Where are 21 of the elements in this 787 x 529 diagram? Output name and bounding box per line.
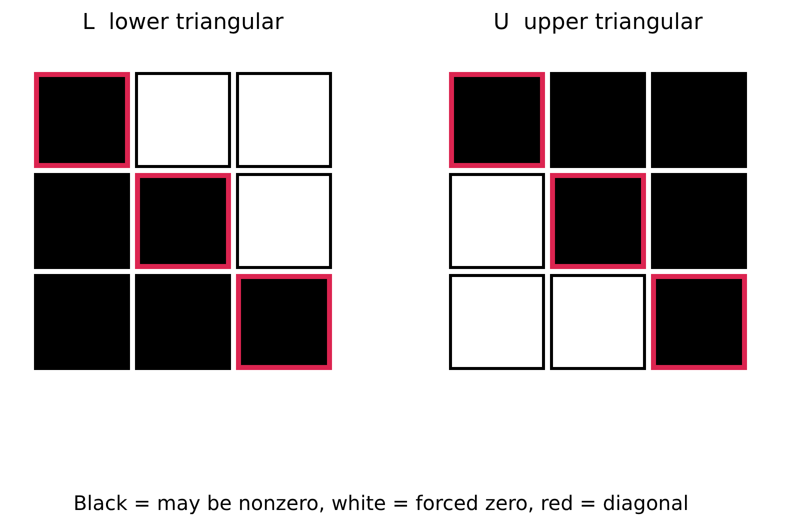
diagonal-matrix-cell bbox=[236, 274, 332, 370]
empty-matrix-cell bbox=[449, 173, 545, 269]
empty-matrix-cell bbox=[135, 72, 231, 168]
panel-title: L lower triangular bbox=[82, 10, 284, 36]
diagonal-matrix-cell bbox=[449, 72, 545, 168]
filled-matrix-cell bbox=[135, 274, 231, 370]
filled-matrix-cell bbox=[651, 173, 747, 269]
diagonal-matrix-cell bbox=[135, 173, 231, 269]
diagonal-matrix-cell bbox=[34, 72, 130, 168]
empty-matrix-cell bbox=[236, 173, 332, 269]
filled-matrix-cell bbox=[651, 72, 747, 168]
filled-matrix-cell bbox=[34, 173, 130, 269]
caption: Black = may be nonzero, white = forced zero, red = diagonal bbox=[73, 492, 689, 515]
filled-matrix-cell bbox=[550, 72, 646, 168]
diagonal-matrix-cell bbox=[550, 173, 646, 269]
panel-title: U upper triangular bbox=[493, 10, 703, 36]
empty-matrix-cell bbox=[236, 72, 332, 168]
filled-matrix-cell bbox=[34, 274, 130, 370]
empty-matrix-cell bbox=[449, 274, 545, 370]
diagonal-matrix-cell bbox=[651, 274, 747, 370]
empty-matrix-cell bbox=[550, 274, 646, 370]
